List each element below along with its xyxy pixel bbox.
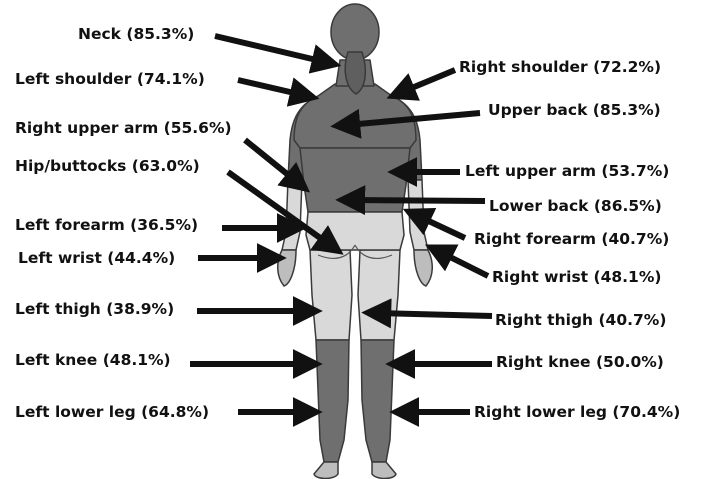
label-right-knee: Right knee (50.0%) [496, 353, 664, 371]
right-thigh-region [310, 250, 352, 340]
label-lower-back: Lower back (86.5%) [489, 197, 662, 215]
label-left-shoulder: Left shoulder (74.1%) [15, 70, 205, 88]
label-right-upper-arm: Right upper arm (55.6%) [15, 119, 232, 137]
arrow-left-shoulder [238, 80, 303, 95]
label-right-wrist: Right wrist (48.1%) [492, 268, 661, 286]
right-hand [278, 250, 296, 286]
label-right-lower-leg: Right lower leg (70.4%) [474, 403, 680, 421]
arrow-right-wrist [440, 252, 488, 276]
label-upper-back: Upper back (85.3%) [488, 101, 661, 119]
arrow-right-shoulder [402, 70, 455, 92]
label-right-shoulder: Right shoulder (72.2%) [459, 58, 661, 76]
hip-region [306, 212, 404, 250]
arrow-lower-back [352, 200, 485, 201]
label-right-forearm: Right forearm (40.7%) [474, 230, 669, 248]
label-left-wrist: Left wrist (44.4%) [18, 249, 175, 267]
label-neck: Neck (85.3%) [78, 25, 194, 43]
label-right-thigh: Right thigh (40.7%) [495, 311, 666, 329]
left-forearm-region [408, 180, 428, 250]
left-lower-leg-region [361, 340, 394, 462]
left-hand [414, 250, 432, 286]
label-left-forearm: Left forearm (36.5%) [15, 216, 198, 234]
label-hip-buttocks: Hip/buttocks (63.0%) [15, 157, 200, 175]
right-foot [314, 462, 338, 479]
arrow-neck [215, 36, 325, 62]
label-left-thigh: Left thigh (38.9%) [15, 300, 174, 318]
left-foot [372, 462, 396, 479]
label-left-lower-leg: Left lower leg (64.8%) [15, 403, 209, 421]
left-thigh-region [358, 250, 400, 340]
label-left-knee: Left knee (48.1%) [15, 351, 171, 369]
right-lower-leg-region [316, 340, 349, 462]
arrow-right-thigh [378, 313, 492, 316]
label-left-upper-arm: Left upper arm (53.7%) [465, 162, 669, 180]
